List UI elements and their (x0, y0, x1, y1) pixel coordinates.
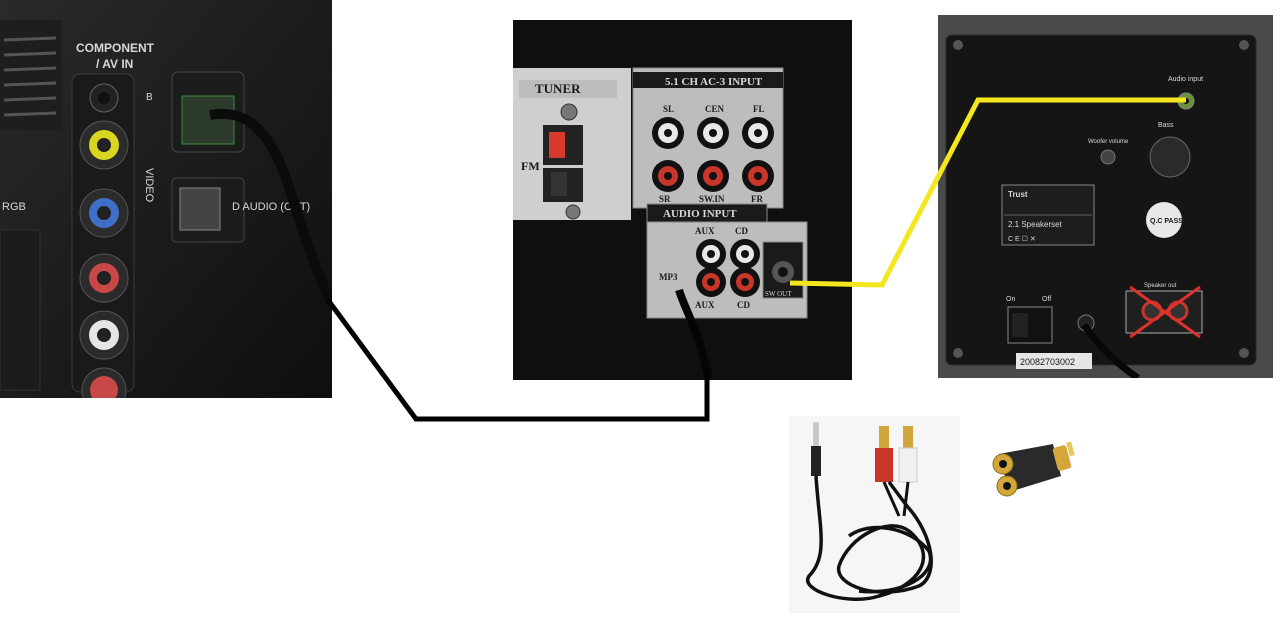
cen-label: CEN (705, 104, 725, 114)
tv-rear-panel-photo: COMPONENT / AV IN VIDEO B D AUDIO (OPT) … (0, 0, 332, 398)
aux-top-label: AUX (695, 226, 715, 236)
receiver-rear-panel-photo: TUNER FM 5.1 CH AC-3 INPUT SL CEN FL SR … (513, 20, 852, 380)
aux-bottom-label: AUX (695, 300, 715, 310)
video-label: VIDEO (143, 168, 155, 203)
on-label: On (1006, 296, 1015, 303)
model-label: 2.1 Speakerset (1008, 220, 1063, 229)
component-label: COMPONENT (76, 41, 155, 55)
sl-label: SL (663, 104, 674, 114)
serial-number: 20082703002 (1020, 357, 1075, 367)
off-label: Off (1042, 296, 1051, 303)
svg-text:C E ☐ ✕: C E ☐ ✕ (1008, 235, 1036, 243)
swin-label: SW.IN (699, 194, 725, 204)
brand-label: Trust (1008, 190, 1028, 199)
audio-cable-photo (789, 416, 960, 613)
qc-pass-label: Q.C PASS (1150, 218, 1183, 225)
subwoofer-rear-panel-photo: Audio input Woofer volume Bass Trust 2.1… (938, 15, 1273, 378)
black-wire-tv-to-receiver (325, 298, 710, 422)
tuner-label: TUNER (535, 81, 581, 96)
fl-label: FL (753, 104, 765, 114)
speaker-out-label: Speaker out (1144, 283, 1177, 289)
tab-b: B (146, 92, 153, 103)
av-in-label: / AV IN (96, 57, 133, 71)
ac3-label: 5.1 CH AC-3 INPUT (665, 76, 763, 88)
audio-input-jack-label: Audio input (1168, 76, 1203, 83)
cd-top-label: CD (735, 226, 748, 236)
mp3-label: MP3 (659, 272, 678, 282)
sr-label: SR (659, 194, 671, 204)
yellow-wire-receiver-to-subwoofer (789, 97, 1186, 288)
fm-label: FM (521, 159, 540, 173)
rgb-label: RGB (2, 201, 26, 213)
bass-label: Bass (1158, 122, 1174, 129)
audio-input-label: AUDIO INPUT (663, 208, 737, 220)
fr-label: FR (751, 194, 763, 204)
sw-out-label: SW OUT (765, 290, 792, 298)
rca-splitter-photo (985, 432, 1085, 504)
cd-bottom-label: CD (737, 300, 750, 310)
volume-label: Woofer volume (1088, 139, 1129, 145)
